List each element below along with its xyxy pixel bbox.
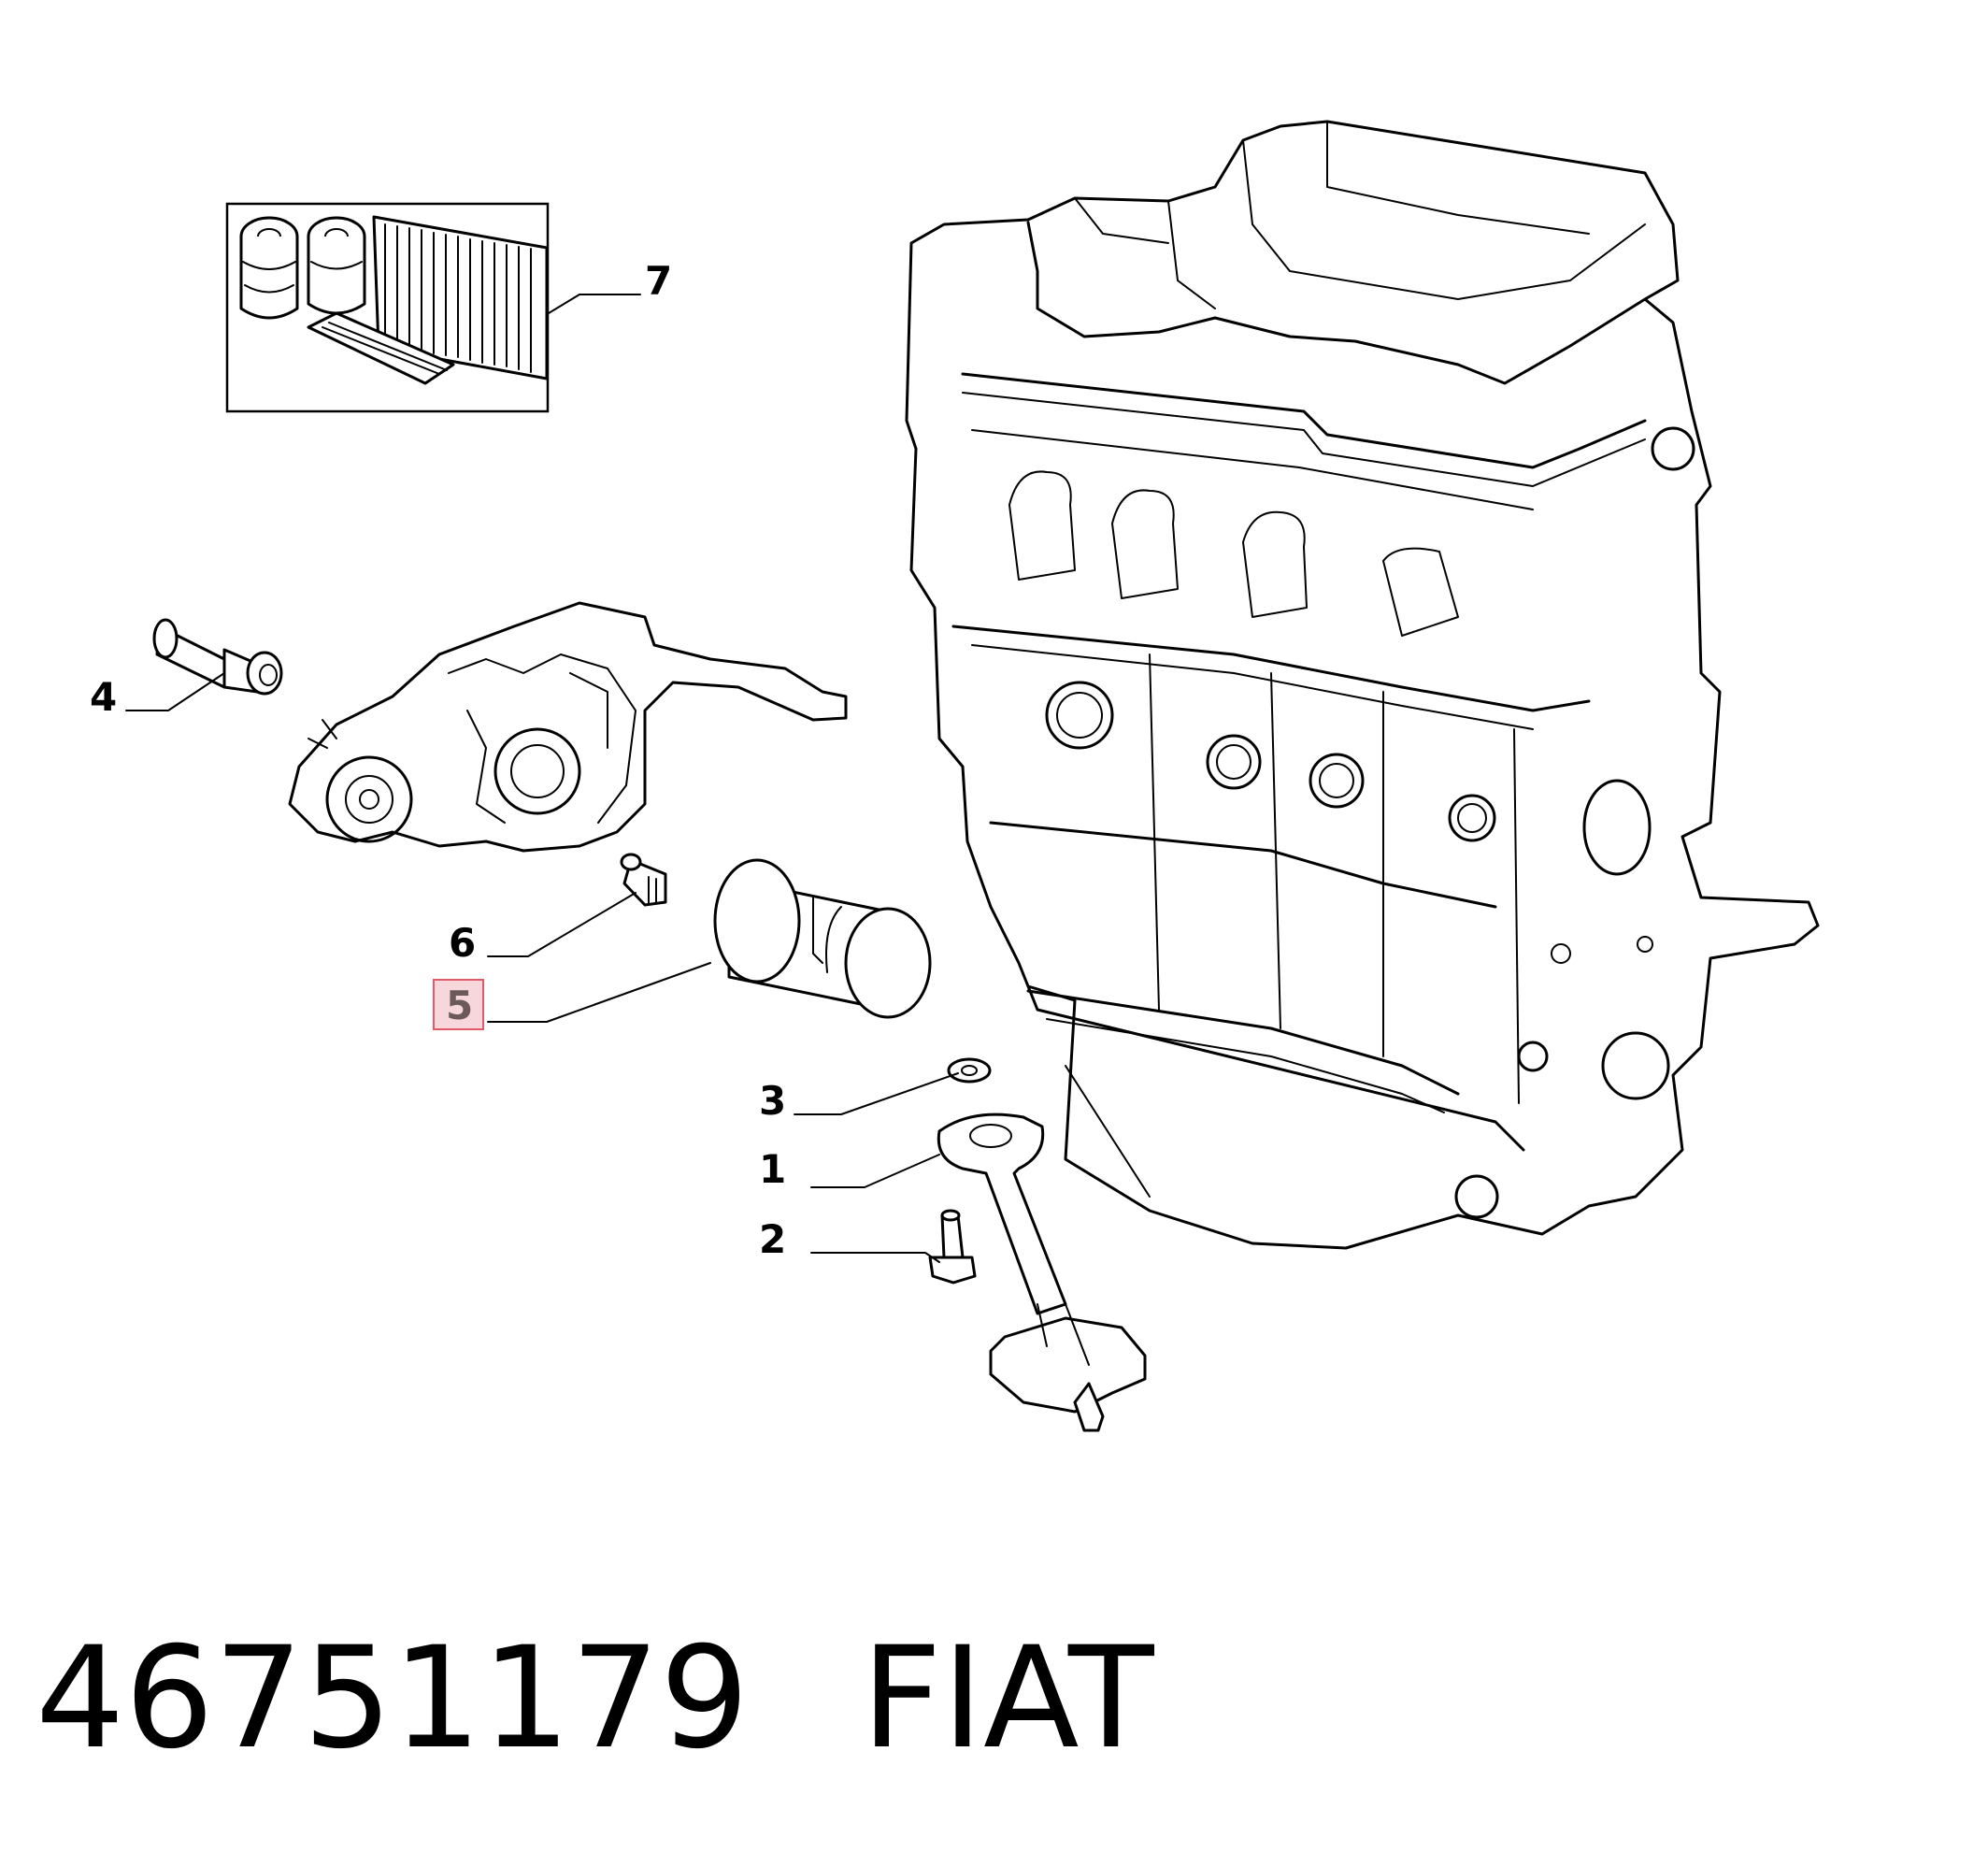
callout-5[interactable]: 5 [446,983,473,1028]
callout-6[interactable]: 6 [449,920,476,966]
bolt-drawing [928,1209,977,1285]
callout-3[interactable]: 3 [759,1078,786,1124]
part-number: 46751179 [36,1617,750,1780]
engine-block-drawing [905,120,1820,1250]
oil-filter-drawing [713,858,932,1019]
brand-name: FIAT [861,1617,1154,1780]
leader-lines [125,294,959,1263]
filter-kit-inset [225,202,550,413]
callout-4[interactable]: 4 [90,674,117,720]
callout-2[interactable]: 2 [759,1216,786,1262]
washer-drawing [947,1057,992,1084]
oil-pump-housing-drawing [288,601,848,853]
callout-1[interactable]: 1 [759,1146,786,1192]
callout-7[interactable]: 7 [645,258,672,304]
oil-pressure-switch-drawing [152,618,283,696]
part-caption: 46751179 FIAT [36,1610,1154,1787]
selected-callout-highlight [433,979,484,1030]
oil-pickup-drawing [937,1113,1147,1432]
